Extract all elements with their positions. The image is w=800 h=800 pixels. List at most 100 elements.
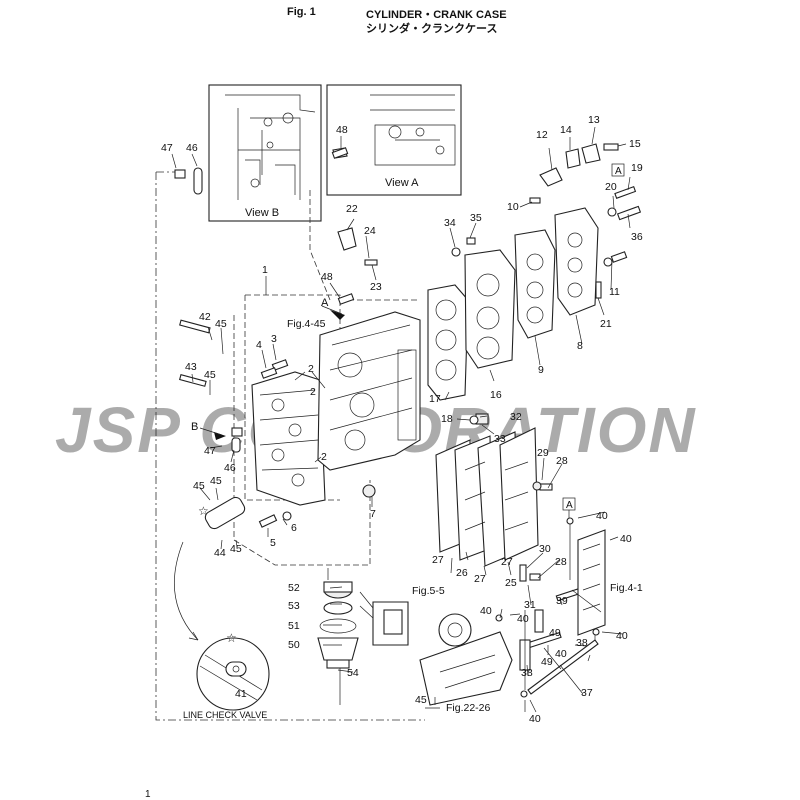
callout-21: 21: [600, 318, 612, 330]
callout-24: 24: [364, 225, 376, 237]
cylinder-head-16: [464, 249, 516, 369]
hose-routing-line: [155, 172, 425, 721]
callout-49: 49: [541, 656, 553, 668]
callout-48: 48: [321, 271, 333, 283]
callout-10: 10: [507, 201, 519, 213]
callout-50: 50: [288, 639, 300, 651]
callout-25: 25: [505, 577, 517, 589]
callout-32: 32: [510, 411, 522, 423]
callout-36: 36: [631, 231, 643, 243]
callout-47: 47: [204, 445, 216, 457]
callout-2: 2: [310, 386, 316, 398]
callout-30: 30: [539, 543, 551, 555]
figure-title: CYLINDER・CRANK CASE: [366, 9, 507, 21]
callout-47: 47: [161, 142, 173, 154]
ref-fig-5-5: Fig.5-5: [412, 585, 445, 597]
callout-numbers: 1 2 2 2 3 4 5 6 7 8 9 10 11 12 13 14 15 …: [161, 114, 643, 725]
view-a-label: View A: [385, 177, 419, 189]
callout-40: 40: [596, 510, 608, 522]
view-b-arrow-label: B: [191, 421, 198, 433]
callout-29: 29: [537, 447, 549, 459]
callout-40: 40: [480, 605, 492, 617]
callout-40: 40: [529, 713, 541, 725]
callout-40: 40: [620, 533, 632, 545]
callout-45: 45: [204, 369, 216, 381]
boxed-marker-a: A A: [562, 163, 625, 518]
callout-11: 11: [609, 286, 620, 298]
head-cover-8: [554, 207, 599, 316]
svg-text:A: A: [615, 166, 622, 177]
callout-35: 35: [470, 212, 482, 224]
callout-41: 41: [235, 688, 247, 700]
ref-fig-4-45: Fig.4-45: [287, 318, 326, 330]
callout-18: 18: [441, 413, 453, 425]
callout-9: 9: [538, 364, 544, 376]
leader-lines: [171, 126, 631, 713]
callout-5: 5: [270, 537, 276, 549]
callout-45: 45: [415, 694, 427, 706]
callout-37: 37: [581, 687, 593, 699]
callout-22: 22: [346, 203, 358, 215]
ref-fig-22-26: Fig.22-26: [446, 702, 491, 714]
callout-39: 39: [556, 595, 568, 607]
callout-51: 51: [288, 620, 300, 632]
callout-8: 8: [577, 340, 583, 352]
callout-40: 40: [517, 613, 529, 625]
callout-28: 28: [555, 556, 567, 568]
callout-31: 31: [524, 599, 536, 611]
exhaust-cover-group: [435, 427, 539, 567]
callout-23: 23: [370, 281, 382, 293]
figure-title-japanese: シリンダ・クランクケース: [366, 23, 498, 35]
callout-17: 17: [429, 393, 441, 405]
callout-40: 40: [616, 630, 628, 642]
callout-1: 1: [262, 264, 268, 276]
callout-43: 43: [185, 361, 197, 373]
ref-fig-4-1: Fig.4-1: [610, 582, 643, 594]
callout-2: 2: [321, 451, 327, 463]
callout-12: 12: [536, 129, 548, 141]
callout-38: 38: [521, 667, 533, 679]
callout-2: 2: [308, 363, 314, 375]
callout-45: 45: [210, 475, 222, 487]
star-marker: ☆: [226, 631, 237, 645]
callout-19: 19: [631, 162, 643, 174]
callout-46: 46: [224, 462, 236, 474]
callout-54: 54: [347, 667, 359, 679]
callout-42: 42: [199, 311, 211, 323]
view-a-inset: View A: [326, 84, 462, 196]
callout-45: 45: [215, 318, 227, 330]
callout-27: 27: [501, 556, 513, 568]
callout-26: 26: [456, 567, 468, 579]
view-arrows: A B: [191, 297, 345, 440]
thermostat-stack: [317, 581, 409, 669]
callout-38: 38: [576, 637, 588, 649]
water-pump-housing: [419, 613, 513, 706]
callout-45: 45: [230, 543, 242, 555]
star-marker: ☆: [198, 504, 209, 518]
callout-16: 16: [490, 389, 502, 401]
callout-27: 27: [432, 554, 444, 566]
callout-48: 48: [336, 124, 348, 136]
view-b-label: View B: [245, 207, 279, 219]
figure-number: Fig. 1: [287, 6, 316, 18]
fasteners: [174, 143, 642, 582]
callout-45: 45: [193, 480, 205, 492]
callout-14: 14: [560, 124, 572, 136]
crankcase-half: [251, 371, 326, 506]
line-check-valve-label: LINE CHECK VALVE: [183, 710, 267, 720]
callout-20: 20: [605, 181, 617, 193]
callout-40: 40: [555, 648, 567, 660]
callout-13: 13: [588, 114, 600, 126]
callout-34: 34: [444, 217, 456, 229]
callout-52: 52: [288, 582, 300, 594]
group-outline-2: [233, 315, 371, 566]
cylinder-block: [317, 311, 421, 471]
callout-53: 53: [288, 600, 300, 612]
cylinder-head-gasket-17: [427, 284, 469, 401]
callout-27: 27: [474, 573, 486, 585]
callout-6: 6: [291, 522, 297, 534]
view-a-arrow-label: A: [321, 297, 329, 309]
callout-3: 3: [271, 333, 277, 345]
callout-44: 44: [214, 547, 226, 559]
view-b-inset: View B: [208, 84, 322, 222]
